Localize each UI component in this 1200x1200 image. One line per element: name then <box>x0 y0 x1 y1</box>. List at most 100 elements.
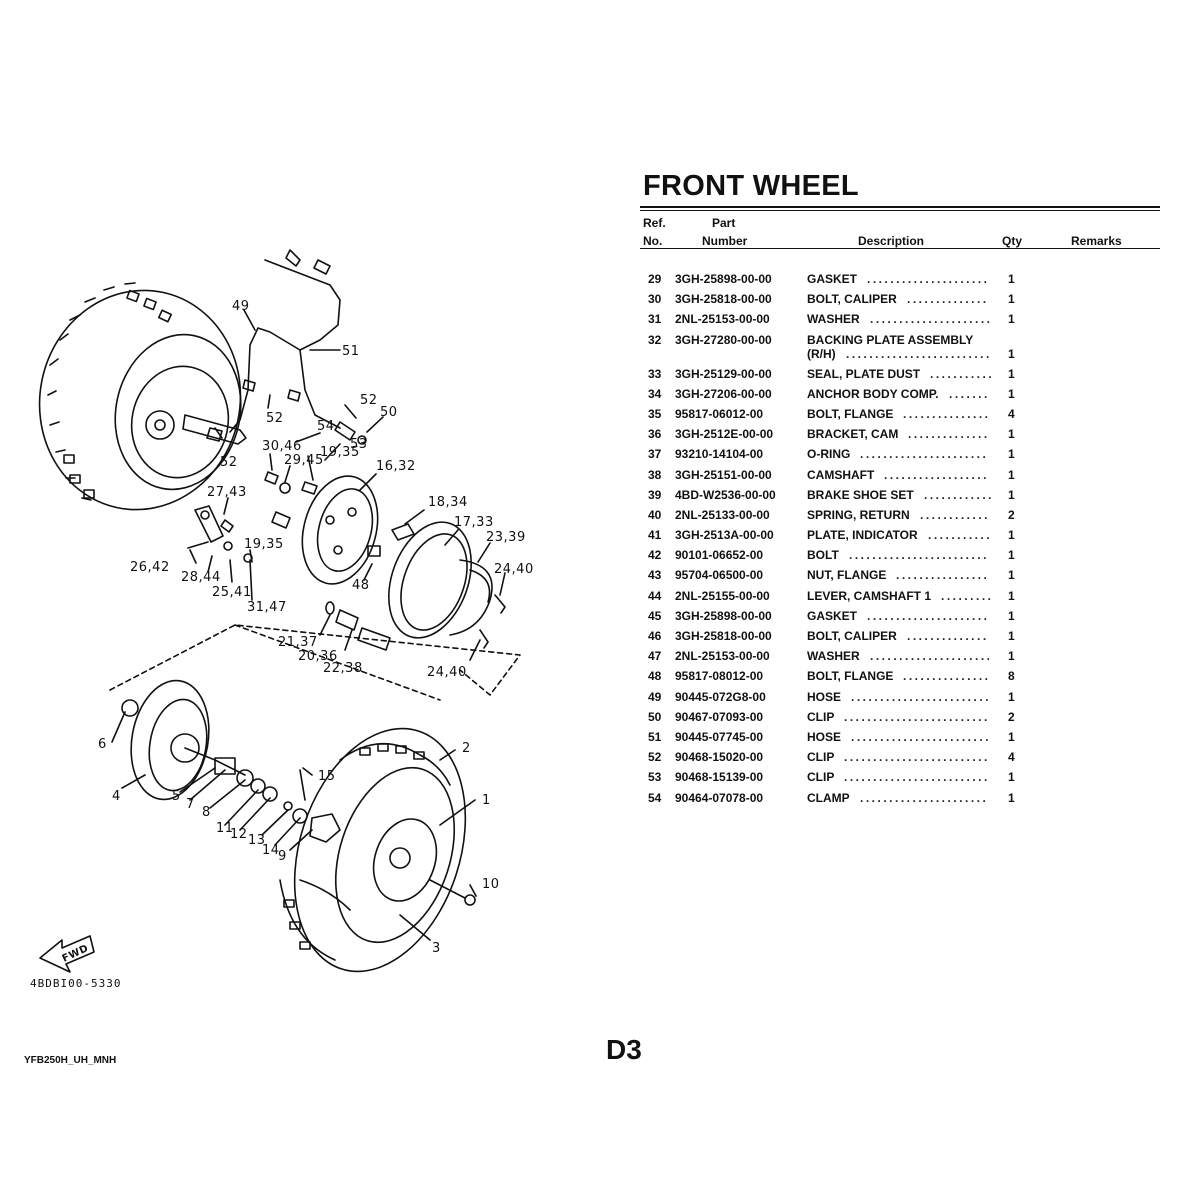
part-number: 3GH-25898-00-00 <box>675 608 772 623</box>
description: BOLT, CALIPER <box>807 292 897 307</box>
part-number: 2NL-25153-00-00 <box>675 312 770 327</box>
dot-leader: ..................... <box>870 649 993 664</box>
description: SEAL, PLATE DUST <box>807 366 921 381</box>
description: GASKET <box>807 608 858 623</box>
drawing-code: 4BDBI00-5330 <box>30 977 122 990</box>
ref-no: 54 <box>648 790 662 805</box>
callout-label: 50 <box>380 405 398 420</box>
part-number: 90464-07078-00 <box>675 790 764 805</box>
dot-leader: ........... <box>930 366 995 381</box>
description: ANCHOR BODY COMP. <box>807 386 939 401</box>
description: LEVER, CAMSHAFT 1 <box>807 588 932 603</box>
upper-tire <box>38 282 247 511</box>
dot-leader: ......................... <box>846 346 992 361</box>
quantity: 1 <box>1008 770 1015 785</box>
dot-leader: ......................... <box>844 770 990 785</box>
part-number: 2NL-25133-00-00 <box>675 507 770 522</box>
quantity: 1 <box>1008 649 1015 664</box>
ref-no: 45 <box>648 608 662 623</box>
ref-no: 50 <box>648 709 662 724</box>
callout-label: 12 <box>230 827 248 842</box>
col-header-ref-2: No. <box>643 234 663 248</box>
part-number: 3GH-25818-00-00 <box>675 292 772 307</box>
ref-no: 42 <box>648 548 662 563</box>
callout-label: 15 <box>318 769 336 784</box>
title-rule-thin <box>640 210 1160 211</box>
callout-label: 49 <box>232 299 250 314</box>
quantity: 8 <box>1008 669 1015 684</box>
dot-leader: .............. <box>908 427 990 442</box>
quantity: 1 <box>1008 548 1015 563</box>
callout-label: 26,42 <box>130 560 170 575</box>
quantity: 1 <box>1008 292 1015 307</box>
description-line-2: (R/H) <box>807 346 836 361</box>
callout-label: 52 <box>360 393 378 408</box>
part-number: 2NL-25155-00-00 <box>675 588 770 603</box>
description: BRAKE SHOE SET <box>807 487 914 502</box>
quantity: 1 <box>1008 588 1015 603</box>
dot-leader: ....... <box>949 386 990 401</box>
description: CLIP <box>807 709 835 724</box>
page-number: D3 <box>606 1034 642 1065</box>
callout-label: 3 <box>432 941 441 956</box>
part-number: 95704-06500-00 <box>675 568 764 583</box>
callout-label: 2 <box>462 741 471 756</box>
callout-label: 17,33 <box>454 515 494 530</box>
description: WASHER <box>807 649 860 664</box>
wheel-hub <box>121 679 341 843</box>
callout-label: 23,39 <box>486 530 526 545</box>
quantity: 1 <box>1008 427 1015 442</box>
quantity: 1 <box>1008 487 1015 502</box>
ref-no: 34 <box>648 386 662 401</box>
part-number: 90468-15020-00 <box>675 750 764 765</box>
part-number: 3GH-2512E-00-00 <box>675 427 774 442</box>
quantity: 1 <box>1008 312 1015 327</box>
ref-no: 51 <box>648 729 662 744</box>
callout-label: 1 <box>482 793 491 808</box>
ref-no: 44 <box>648 588 662 603</box>
callout-label: 29,45 <box>284 453 324 468</box>
quantity: 1 <box>1008 386 1015 401</box>
callout-label: 19,35 <box>320 445 360 460</box>
quantity: 1 <box>1008 790 1015 805</box>
part-number: 3GH-27280-00-00 <box>675 332 772 347</box>
callout-label: 14 <box>262 843 280 858</box>
description: CLIP <box>807 770 835 785</box>
quantity: 1 <box>1008 346 1015 361</box>
quantity: 1 <box>1008 467 1015 482</box>
description: PLATE, INDICATOR <box>807 528 918 543</box>
callout-label: 10 <box>482 877 500 892</box>
header-rule <box>640 248 1160 249</box>
callout-label: 27,43 <box>207 485 247 500</box>
callout-label: 51 <box>342 344 360 359</box>
callout-label: 54 <box>317 419 335 434</box>
ref-no: 47 <box>648 649 662 664</box>
ref-no: 36 <box>648 427 662 442</box>
callout-label: 22,38 <box>323 661 363 676</box>
callout-label: 9 <box>278 849 287 864</box>
ref-no: 31 <box>648 312 662 327</box>
ref-no: 48 <box>648 669 662 684</box>
title-rule <box>640 206 1160 208</box>
cam-lever <box>187 505 391 651</box>
description: BOLT, CALIPER <box>807 629 897 643</box>
quantity: 1 <box>1008 729 1015 744</box>
dot-leader: .................. <box>884 467 990 482</box>
part-number: 3GH-25818-00-00 <box>675 629 772 643</box>
